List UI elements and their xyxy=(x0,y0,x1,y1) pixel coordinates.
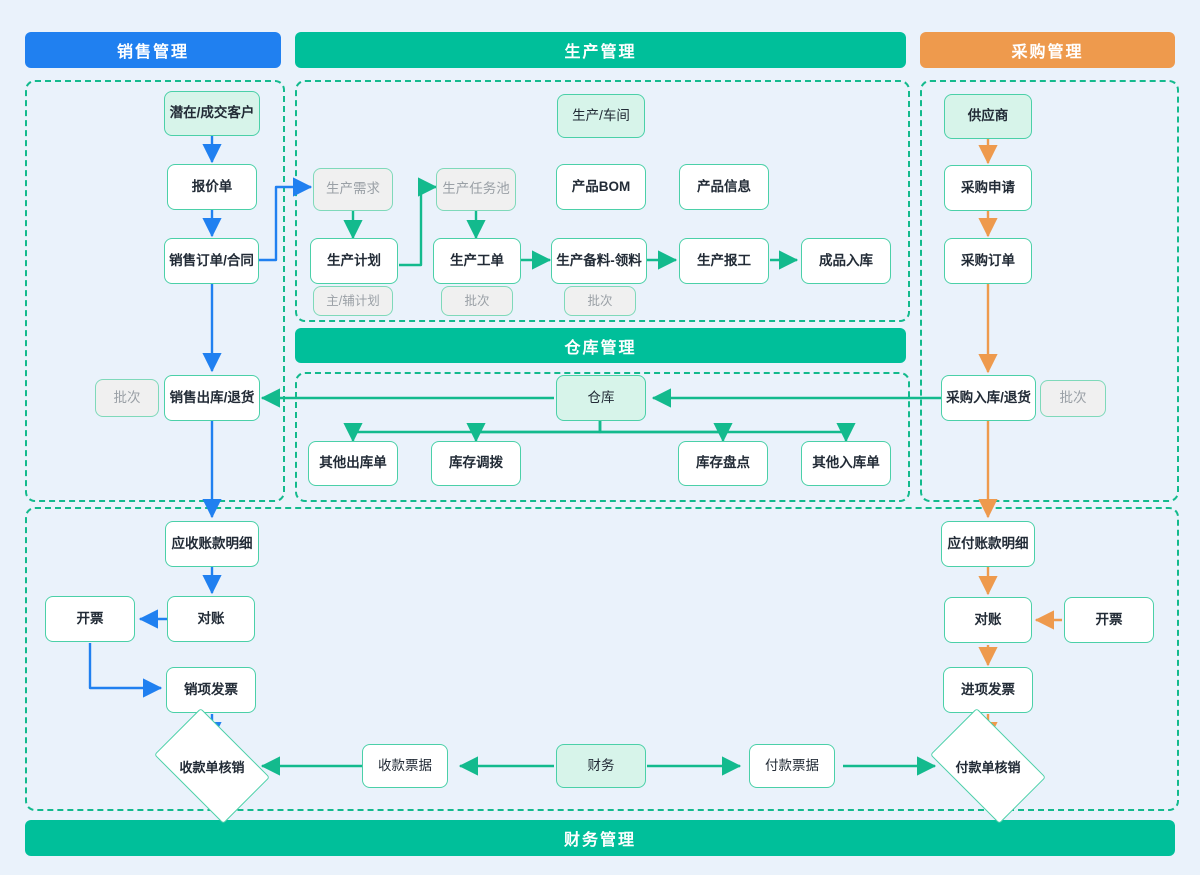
node-warehouse-hub[interactable]: 仓库 xyxy=(556,375,646,421)
payment-writeoff-label: 付款单核销 xyxy=(955,759,1021,775)
node-sales-batch-tag: 批次 xyxy=(95,379,159,417)
node-product-info[interactable]: 产品信息 xyxy=(679,164,769,210)
node-output-invoice[interactable]: 销项发票 xyxy=(166,667,256,713)
region-finance xyxy=(25,507,1179,811)
node-payment-writeoff[interactable]: 付款单核销 xyxy=(930,708,1046,824)
band-sales: 销售管理 xyxy=(25,32,281,68)
node-purchase-order[interactable]: 采购订单 xyxy=(944,238,1032,284)
node-work-order-batch-tag: 批次 xyxy=(441,286,513,316)
node-payment-voucher[interactable]: 付款票据 xyxy=(749,744,835,788)
node-receipt-writeoff[interactable]: 收款单核销 xyxy=(154,708,270,824)
node-other-inbound[interactable]: 其他入库单 xyxy=(801,441,891,486)
band-production: 生产管理 xyxy=(295,32,906,68)
node-invoice-left[interactable]: 开票 xyxy=(45,596,135,642)
node-receipt-voucher[interactable]: 收款票据 xyxy=(362,744,448,788)
node-production-workshop[interactable]: 生产/车间 xyxy=(557,94,645,138)
node-potential-customer[interactable]: 潜在/成交客户 xyxy=(164,91,260,136)
receipt-writeoff-label: 收款单核销 xyxy=(179,759,245,775)
node-production-report[interactable]: 生产报工 xyxy=(679,238,769,284)
node-production-picking[interactable]: 生产备料-领料 xyxy=(551,238,647,284)
node-reconcile-right[interactable]: 对账 xyxy=(944,597,1032,643)
node-product-bom[interactable]: 产品BOM xyxy=(556,164,646,210)
node-other-outbound[interactable]: 其他出库单 xyxy=(308,441,398,486)
node-production-task-pool: 生产任务池 xyxy=(436,168,516,211)
node-finished-goods-inbound[interactable]: 成品入库 xyxy=(801,238,891,284)
node-purchase-requisition[interactable]: 采购申请 xyxy=(944,165,1032,211)
band-finance: 财务管理 xyxy=(25,820,1175,856)
node-purchase-inbound[interactable]: 采购入库/退货 xyxy=(941,375,1036,421)
node-inventory-transfer[interactable]: 库存调拨 xyxy=(431,441,521,486)
node-reconcile-left[interactable]: 对账 xyxy=(167,596,255,642)
node-picking-batch-tag: 批次 xyxy=(564,286,636,316)
node-plan-tag: 主/辅计划 xyxy=(313,286,393,316)
node-finance-hub[interactable]: 财务 xyxy=(556,744,646,788)
band-warehouse: 仓库管理 xyxy=(295,328,906,363)
node-production-work-order[interactable]: 生产工单 xyxy=(433,238,521,284)
node-purchase-batch-tag: 批次 xyxy=(1040,380,1106,417)
node-quotation[interactable]: 报价单 xyxy=(167,164,257,210)
node-production-demand: 生产需求 xyxy=(313,168,393,211)
node-production-plan[interactable]: 生产计划 xyxy=(310,238,398,284)
node-supplier[interactable]: 供应商 xyxy=(944,94,1032,139)
region-sales xyxy=(25,80,285,502)
node-inventory-stocktake[interactable]: 库存盘点 xyxy=(678,441,768,486)
node-sales-outbound[interactable]: 销售出库/退货 xyxy=(164,375,260,421)
node-input-invoice[interactable]: 进项发票 xyxy=(943,667,1033,713)
node-invoice-right[interactable]: 开票 xyxy=(1064,597,1154,643)
node-payable-detail[interactable]: 应付账款明细 xyxy=(941,521,1035,567)
node-sales-order[interactable]: 销售订单/合同 xyxy=(164,238,259,284)
node-receivable-detail[interactable]: 应收账款明细 xyxy=(165,521,259,567)
region-purchase xyxy=(920,80,1179,502)
band-purchase: 采购管理 xyxy=(920,32,1175,68)
region-warehouse xyxy=(295,372,910,502)
